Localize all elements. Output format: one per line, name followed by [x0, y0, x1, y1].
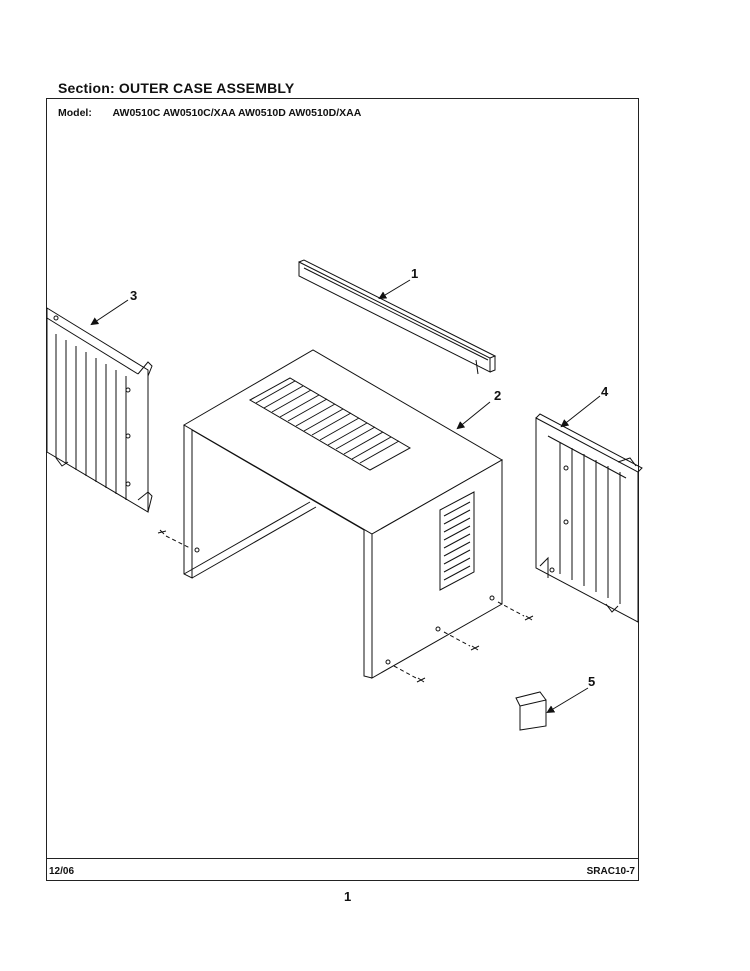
leader-2 — [456, 401, 491, 430]
screws — [157, 529, 534, 683]
side-vent-louvers — [439, 491, 475, 591]
section-title: Section: OUTER CASE ASSEMBLY — [58, 80, 294, 96]
callout-2: 2 — [494, 388, 501, 403]
leader-4 — [560, 395, 601, 428]
footer-code: SRAC10-7 — [586, 866, 635, 877]
page-number: 1 — [344, 889, 352, 904]
callout-1: 1 — [411, 266, 418, 281]
leader-5 — [546, 687, 589, 714]
footer-date: 12/06 — [49, 866, 75, 877]
part-4-right-curtain — [535, 413, 643, 623]
section-name: OUTER CASE ASSEMBLY — [118, 80, 295, 96]
section-label: Section: — [58, 80, 115, 96]
part-2-outer-case — [183, 349, 504, 679]
callout-4: 4 — [601, 384, 609, 399]
leader-3 — [90, 299, 129, 326]
model-list: AW0510C AW0510C/XAA AW0510D AW0510D/XAA — [112, 107, 362, 119]
footer-rule — [47, 858, 638, 859]
part-3-left-curtain — [46, 307, 153, 513]
part-5-bracket — [515, 691, 547, 731]
top-vent-grille — [248, 377, 412, 471]
leader-1 — [378, 279, 411, 300]
model-line: Model: AW0510C AW0510C/XAA AW0510D AW051… — [58, 107, 361, 119]
model-label: Model: — [58, 107, 92, 119]
callout-3: 3 — [130, 288, 137, 303]
part-1-top-rail — [298, 259, 497, 375]
callout-5: 5 — [588, 674, 595, 689]
